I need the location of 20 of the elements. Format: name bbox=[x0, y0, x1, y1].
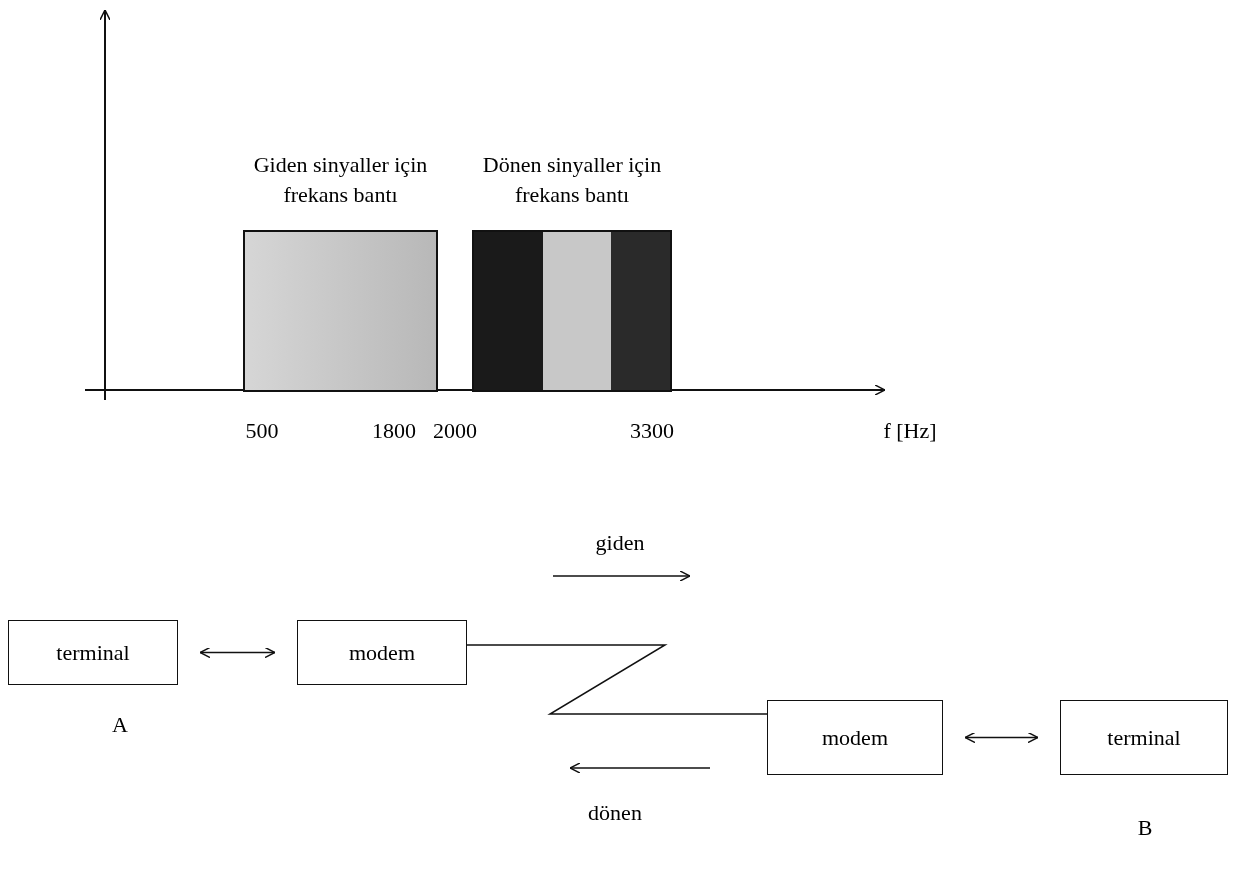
block-box: terminal bbox=[8, 620, 178, 685]
axis-label: 500 bbox=[245, 418, 279, 444]
side-label: B bbox=[1137, 815, 1153, 841]
axis-label: f [Hz] bbox=[883, 418, 937, 444]
axis-label: 1800 bbox=[372, 418, 416, 444]
axis-label: 3300 bbox=[630, 418, 674, 444]
axis-label: 2000 bbox=[433, 418, 477, 444]
block-box: terminal bbox=[1060, 700, 1228, 775]
double-arrow bbox=[964, 731, 1039, 744]
direction-label: giden bbox=[595, 530, 645, 556]
side-label: A bbox=[112, 712, 128, 738]
block-box: modem bbox=[297, 620, 467, 685]
direction-label: dönen bbox=[588, 800, 642, 826]
band-heading: Giden sinyaller için frekans bantı bbox=[252, 151, 429, 209]
frequency-band bbox=[243, 230, 438, 392]
frequency-band bbox=[472, 230, 672, 392]
line-connector bbox=[466, 644, 768, 715]
band-heading: Dönen sinyaller için frekans bantı bbox=[481, 151, 663, 209]
block-box: modem bbox=[767, 700, 943, 775]
double-arrow bbox=[199, 646, 276, 659]
